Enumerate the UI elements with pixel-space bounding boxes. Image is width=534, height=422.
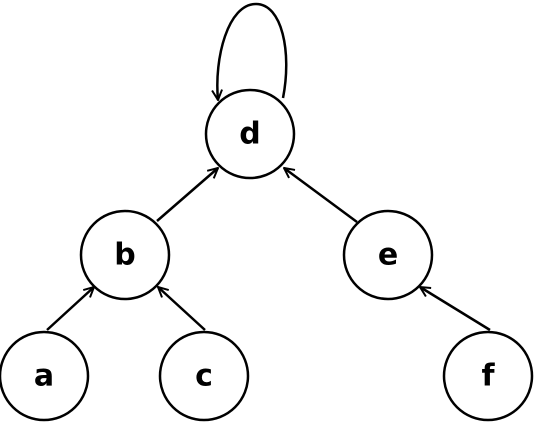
edge-c-to-b: [158, 287, 206, 331]
node-c-label: c: [195, 359, 213, 394]
node-e-label: e: [378, 238, 398, 273]
edge-f-to-e: [420, 287, 491, 332]
edge-b-to-d: [156, 168, 218, 222]
node-f-label: f: [481, 359, 495, 394]
edge-d-self-loop: [217, 2, 288, 100]
node-e-circle: [342, 209, 434, 301]
node-b-circle: [79, 209, 171, 301]
node-a-label: a: [34, 359, 54, 394]
node-e: e: [342, 209, 434, 301]
node-b: b: [79, 209, 171, 301]
node-f-circle: [442, 330, 534, 422]
node-c: c: [158, 330, 250, 422]
node-b-label: b: [114, 238, 135, 273]
node-a: a: [0, 330, 90, 422]
node-f: f: [442, 330, 534, 422]
node-c-circle: [158, 330, 250, 422]
node-d-label: d: [239, 117, 260, 152]
node-d: d: [204, 88, 296, 180]
edge-a-to-b: [46, 287, 94, 331]
node-a-circle: [0, 330, 90, 422]
edge-e-to-d: [284, 168, 358, 224]
node-d-circle: [204, 88, 296, 180]
